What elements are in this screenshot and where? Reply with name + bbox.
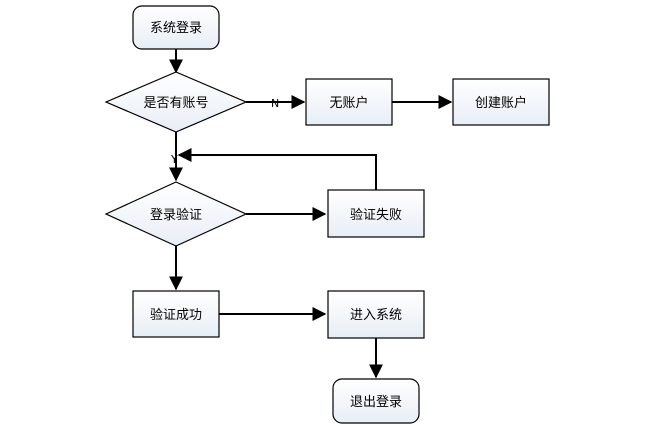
node-has-account: 是否有账号 (104, 71, 248, 133)
node-logout: 退出登录 (332, 378, 420, 424)
node-login-verify: 登录验证 (104, 181, 248, 247)
node-start-login-label: 系统登录 (150, 21, 202, 36)
edge-label-no: N (271, 97, 279, 110)
node-create-account-label: 创建账户 (475, 95, 527, 111)
node-no-account: 无账户 (305, 78, 393, 126)
node-verify-success-label: 验证成功 (150, 307, 202, 323)
node-create-account: 创建账户 (452, 78, 550, 126)
node-no-account-label: 无账户 (329, 95, 368, 111)
node-enter-system-label: 进入系统 (350, 308, 402, 323)
node-enter-system: 进入系统 (327, 290, 425, 339)
node-verify-failed-label: 验证失败 (350, 207, 402, 223)
node-login-verify-label: 登录验证 (150, 207, 202, 223)
edges (169, 49, 453, 379)
edge-failed-loop-back (177, 148, 377, 190)
node-verify-failed: 验证失败 (327, 189, 425, 238)
node-has-account-label: 是否有账号 (143, 96, 208, 111)
edge-label-yes: Y (170, 153, 178, 166)
node-verify-success: 验证成功 (132, 290, 220, 338)
node-logout-label: 退出登录 (350, 395, 402, 410)
node-start-login: 系统登录 (132, 5, 220, 50)
